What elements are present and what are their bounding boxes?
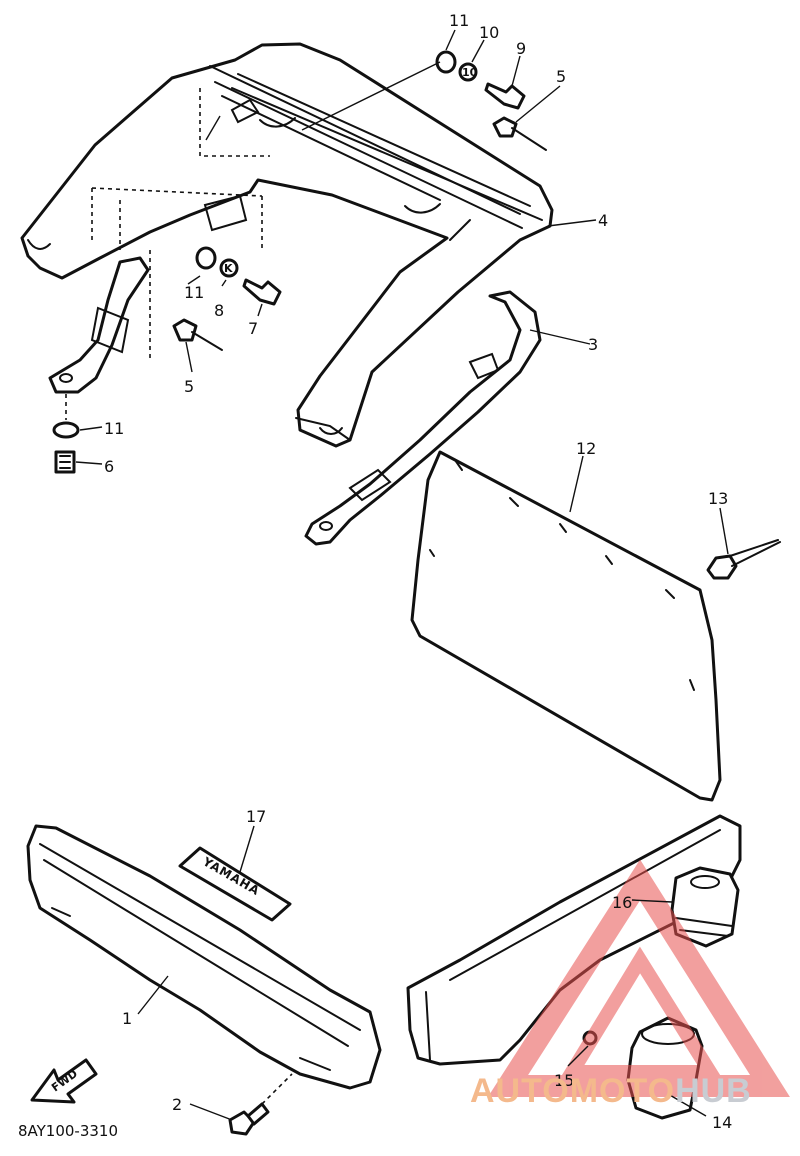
carrier-frame-part-4 — [20, 42, 554, 448]
flap-part-12 — [410, 450, 722, 802]
watermark-logo — [487, 859, 790, 1097]
watermark-part2: HUB — [675, 1072, 752, 1110]
callout-10: 10 — [479, 23, 499, 42]
callout-16: 16 — [612, 893, 632, 912]
callout-4: 4 — [598, 211, 608, 230]
rail-part-3 — [304, 290, 542, 546]
fasteners-upper: 10 — [435, 50, 547, 151]
callout-11-top: 11 — [449, 11, 469, 30]
catalog-code: 8AY100-3310 — [18, 1122, 119, 1140]
rivet-part-13 — [706, 539, 781, 580]
washer-mark: 10 — [462, 66, 478, 79]
lens-part-16 — [670, 866, 740, 948]
callout-5-top: 5 — [556, 67, 566, 86]
callout-14: 14 — [712, 1113, 732, 1132]
callout-labels: 11 10 9 5 4 3 12 13 11 8 7 5 11 6 17 1 2… — [104, 11, 732, 1132]
leader-lines — [75, 29, 729, 1121]
side-bracket — [48, 256, 150, 420]
watermark-part1: AUTOMOTO — [470, 1072, 676, 1110]
lockwasher-mark: K — [224, 262, 233, 275]
callout-12: 12 — [576, 439, 596, 458]
callout-2: 2 — [172, 1095, 182, 1114]
callout-15: 15 — [554, 1071, 574, 1090]
callout-1: 1 — [122, 1009, 132, 1028]
fasteners-left — [52, 421, 80, 474]
callout-8: 8 — [214, 301, 224, 320]
callout-11-left: 11 — [104, 419, 124, 438]
callout-6: 6 — [104, 457, 114, 476]
watermark-text: AUTOMOTOHUB — [470, 1072, 752, 1111]
callout-13: 13 — [708, 489, 728, 508]
fasteners-middle: K — [172, 246, 282, 351]
callout-9: 9 — [516, 39, 526, 58]
callout-7: 7 — [248, 319, 258, 338]
forward-arrow-icon: FWD — [30, 1058, 98, 1104]
screw-part-2 — [228, 1073, 293, 1136]
callout-11-middle: 11 — [184, 283, 204, 302]
guard-part-1 — [26, 824, 382, 1090]
callout-3: 3 — [588, 335, 598, 354]
callout-17: 17 — [246, 807, 266, 826]
callout-5-middle: 5 — [184, 377, 194, 396]
